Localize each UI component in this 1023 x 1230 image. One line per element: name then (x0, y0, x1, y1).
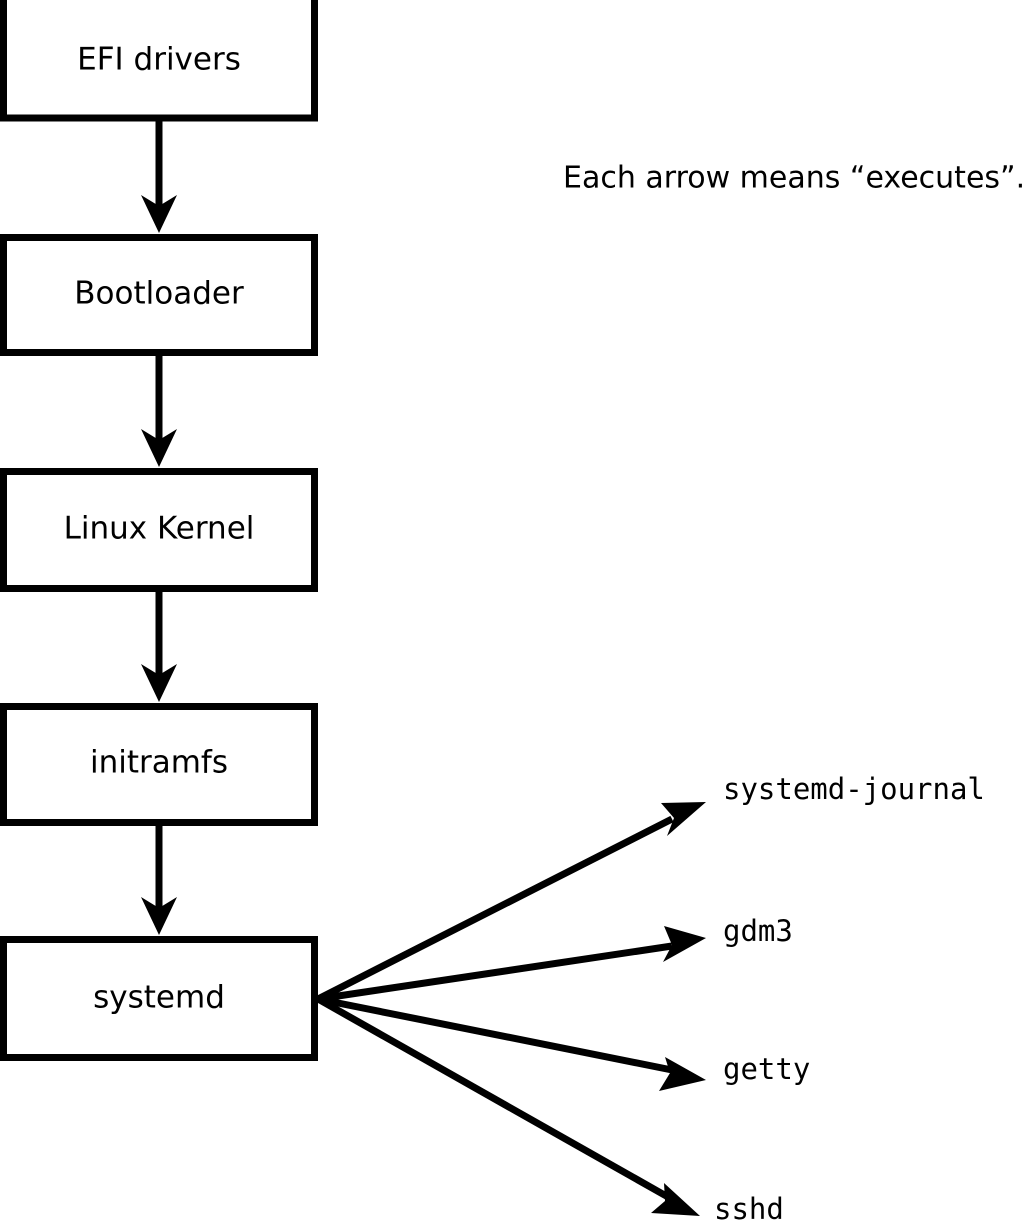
service-label-sshd[interactable]: sshd (714, 1192, 784, 1226)
linux-kernel-label: Linux Kernel (64, 511, 255, 547)
efi-drivers-box (0, 0, 318, 122)
arrow-systemd-to-sshd (316, 995, 700, 1216)
arrow-systemd-to-systemd-journal (316, 802, 706, 1003)
diagram-caption: Each arrow means “executes”. (563, 161, 1023, 196)
service-label-getty[interactable]: getty (723, 1052, 810, 1086)
initramfs-label: initramfs (90, 745, 228, 781)
arrow-initramfs-to-systemd (141, 822, 177, 935)
bootloader-label: Bootloader (74, 276, 244, 312)
systemd-label: systemd (93, 980, 225, 1016)
arrow-kernel-to-initramfs (141, 588, 177, 702)
arrowhead-icon (141, 429, 177, 467)
service-label-systemd-journal[interactable]: systemd-journal (723, 772, 985, 806)
arrow-bootloader-to-kernel (141, 352, 177, 467)
arrow-efi-to-bootloader (141, 118, 177, 233)
node-initramfs[interactable]: initramfs (0, 703, 318, 826)
arrowhead-icon (651, 1183, 700, 1216)
arrowhead-icon (141, 897, 177, 935)
service-label-gdm3[interactable]: gdm3 (723, 914, 793, 948)
node-efi-drivers[interactable]: EFI drivers (0, 0, 318, 122)
node-bootloader[interactable]: Bootloader (0, 234, 318, 356)
arrowhead-icon (141, 664, 177, 702)
arrowhead-icon (659, 1057, 706, 1091)
efi-drivers-label: EFI drivers (77, 42, 241, 78)
arrow-systemd-to-getty (317, 995, 706, 1091)
arrowhead-icon (663, 926, 706, 962)
node-systemd[interactable]: systemd (0, 936, 318, 1061)
systemd-box (0, 936, 318, 1061)
arrow-systemd-to-gdm3 (317, 926, 706, 1003)
arrowhead-icon (661, 802, 706, 836)
node-linux-kernel[interactable]: Linux Kernel (0, 468, 318, 592)
arrowhead-icon (141, 195, 177, 233)
